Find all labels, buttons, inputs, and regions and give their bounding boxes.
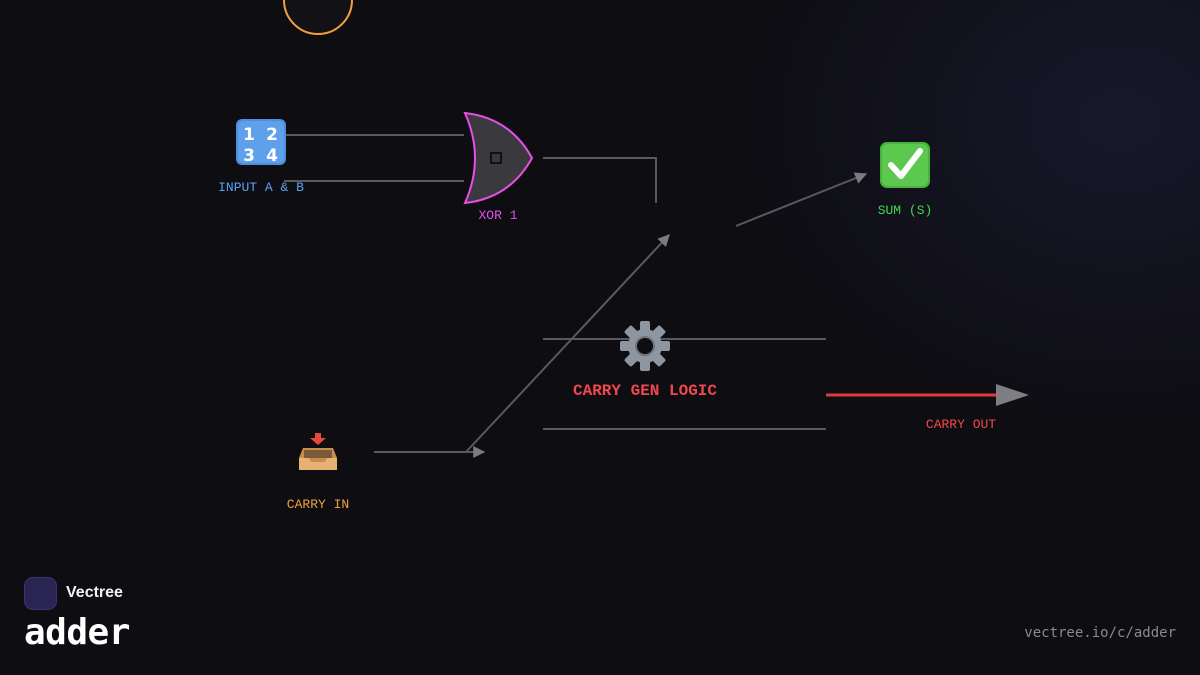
check-mark-button-icon[interactable]: [880, 142, 930, 188]
diagram-title: adder: [24, 612, 130, 653]
svg-text:3: 3: [243, 146, 255, 166]
xor-gate-icon[interactable]: [463, 111, 534, 205]
svg-text:4: 4: [266, 146, 278, 166]
arrow-carry-in-to-xor2: [465, 234, 670, 453]
input-numbers-icon[interactable]: 1 2 3 4: [236, 119, 286, 166]
carry-gen-label: CARRY GEN LOGIC: [572, 382, 718, 400]
arrow-to-sum: [735, 172, 868, 227]
carry-in-label: CARRY IN: [286, 497, 350, 512]
svg-text:2: 2: [266, 125, 278, 145]
carry-out-label: CARRY OUT: [925, 417, 997, 432]
svg-text:1: 1: [243, 125, 255, 145]
sum-label: SUM (S): [877, 203, 933, 218]
diagram-url[interactable]: vectree.io/c/adder: [1024, 625, 1176, 641]
top-node-circle[interactable]: [283, 0, 353, 35]
inbox-tray-icon[interactable]: [299, 433, 337, 470]
input-ab-label: INPUT A & B: [218, 180, 304, 195]
wire-xor-output: [543, 157, 657, 203]
vectree-logo-badge: [24, 577, 57, 610]
brand-name: Vectree: [66, 584, 123, 601]
xor1-label: XOR 1: [478, 208, 518, 223]
gear-icon[interactable]: [620, 321, 670, 371]
carry-out-arrowhead: [996, 384, 1029, 406]
